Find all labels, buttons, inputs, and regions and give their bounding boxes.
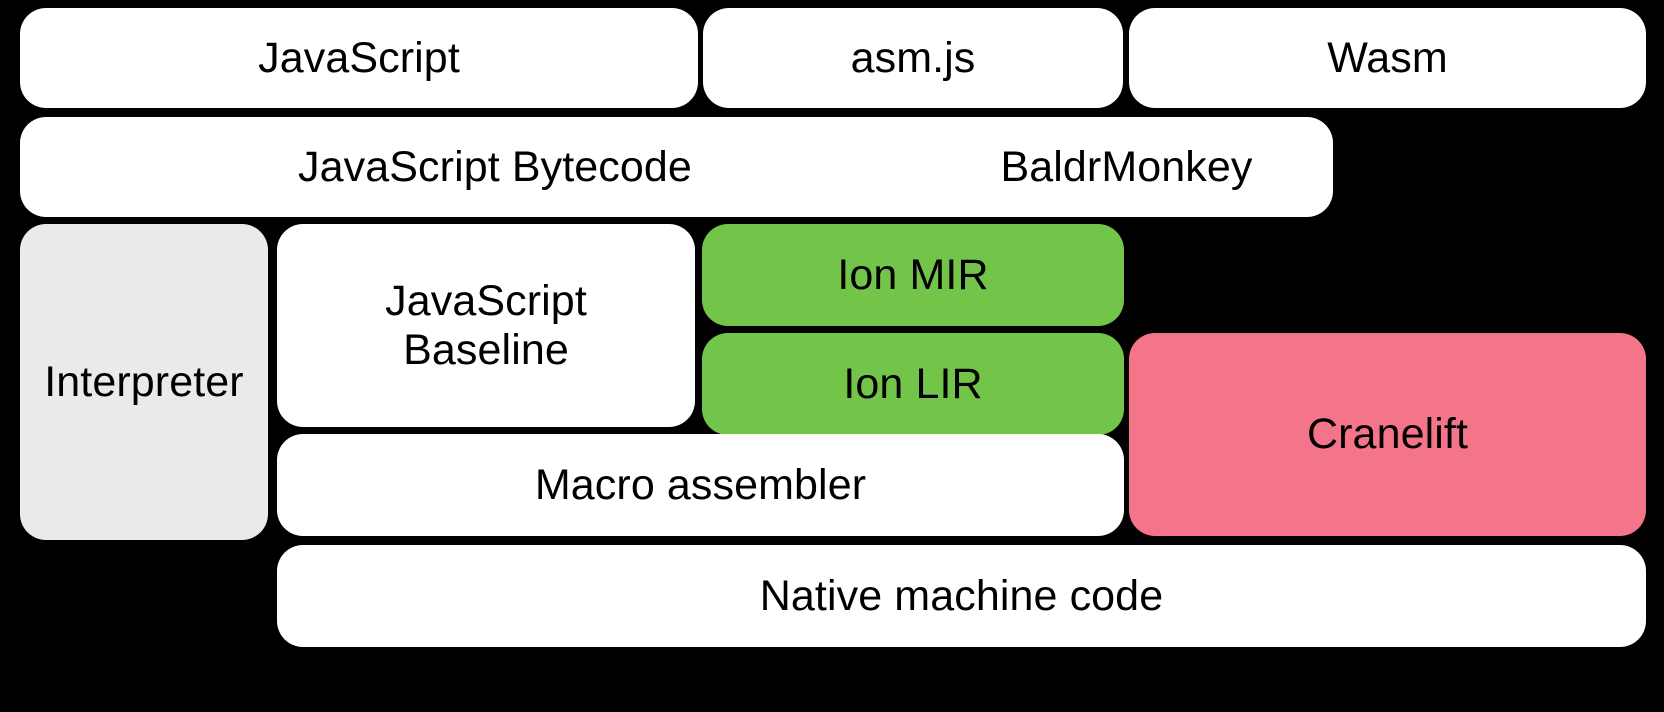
node-cranelift[interactable]: Cranelift [1129, 333, 1646, 536]
node-javascript-baseline[interactable]: JavaScript Baseline [277, 224, 695, 427]
node-label-native-machine-code: Native machine code [759, 571, 1164, 620]
node-label-ion-lir: Ion LIR [843, 359, 983, 408]
node-ion-mir[interactable]: Ion MIR [702, 224, 1124, 326]
node-label-cranelift: Cranelift [1306, 410, 1469, 459]
node-label-wasm: Wasm [1327, 33, 1448, 82]
node-javascript[interactable]: JavaScript [20, 8, 698, 108]
node-ion-lir[interactable]: Ion LIR [702, 333, 1124, 435]
node-baldrmonkey[interactable]: BaldrMonkey [920, 117, 1333, 217]
node-macro-assembler[interactable]: Macro assembler [277, 434, 1124, 536]
node-label-macro-assembler: Macro assembler [534, 460, 867, 509]
node-label-asmjs: asm.js [850, 33, 976, 82]
node-label-ion-mir: Ion MIR [837, 250, 989, 299]
node-label-javascript-bytecode: JavaScript Bytecode [298, 142, 692, 191]
node-wasm[interactable]: Wasm [1129, 8, 1646, 108]
node-label-interpreter: Interpreter [44, 357, 244, 406]
node-label-javascript: JavaScript [258, 33, 460, 82]
node-javascript-bytecode[interactable]: JavaScript Bytecode [20, 117, 970, 217]
node-native-machine-code[interactable]: Native machine code [277, 545, 1646, 647]
node-interpreter[interactable]: Interpreter [20, 224, 268, 540]
node-asmjs[interactable]: asm.js [703, 8, 1123, 108]
node-label-baldrmonkey: BaldrMonkey [1000, 142, 1253, 191]
node-label-javascript-baseline: JavaScript Baseline [385, 277, 587, 374]
